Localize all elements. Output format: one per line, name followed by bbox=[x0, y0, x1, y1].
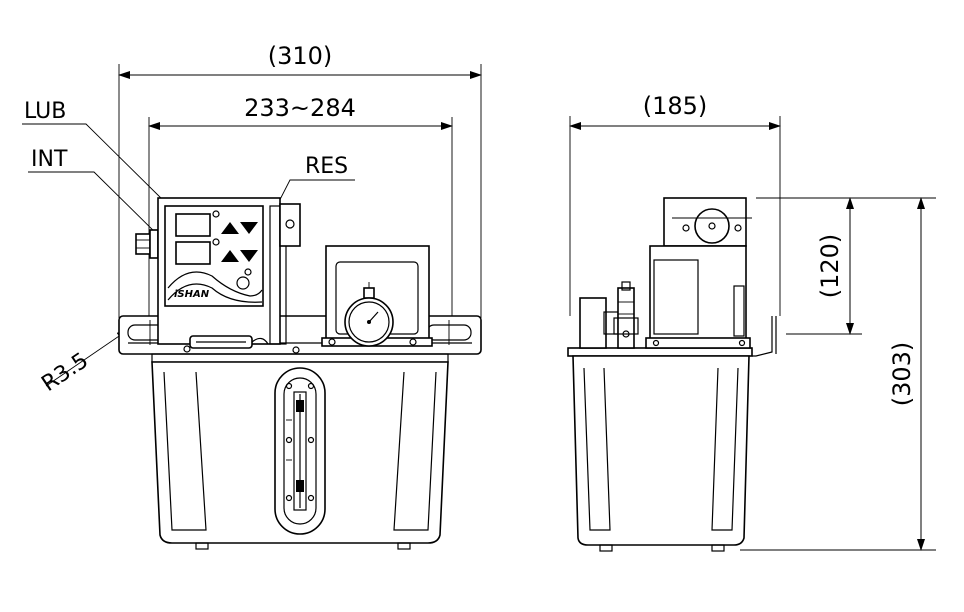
res-button[interactable] bbox=[236, 276, 250, 290]
dimension-mount-width: 233~284 bbox=[148, 94, 453, 318]
side-outlet-valve bbox=[613, 281, 639, 349]
cable-gland bbox=[135, 229, 159, 259]
callout-lub: LUB bbox=[22, 99, 169, 206]
int-up-button[interactable] bbox=[221, 250, 239, 262]
int-down-button[interactable] bbox=[240, 250, 258, 262]
dimension-overall-width-label: (310) bbox=[268, 42, 333, 70]
front-view: (310) 233~284 LUB INT RES R3.5 bbox=[22, 42, 482, 550]
side-reservoir-tank bbox=[572, 355, 750, 552]
dimension-total-height-label: (303) bbox=[888, 342, 916, 407]
dimension-overall-width: (310) bbox=[118, 42, 482, 318]
side-view: (185) (120) (303) bbox=[567, 92, 936, 552]
int-display bbox=[175, 241, 211, 265]
brand-logo: iSHAN bbox=[174, 289, 210, 300]
callout-corner-radius-label: R3.5 bbox=[37, 348, 93, 397]
side-pressure-gauge bbox=[579, 297, 619, 349]
lub-up-button[interactable] bbox=[221, 222, 239, 234]
filler-cap bbox=[183, 335, 300, 354]
dimension-mount-width-label: 233~284 bbox=[244, 94, 356, 122]
callout-corner-radius: R3.5 bbox=[37, 329, 129, 397]
dimension-upper-height-label: (120) bbox=[816, 234, 844, 299]
side-control-box bbox=[663, 197, 752, 247]
res-indicator bbox=[244, 268, 252, 276]
oil-level-gauge bbox=[274, 367, 326, 535]
side-pump-body bbox=[645, 245, 751, 349]
dimension-upper-height: (120) bbox=[756, 197, 862, 335]
callout-int-label: INT bbox=[31, 147, 68, 172]
dimension-side-depth: (185) bbox=[569, 92, 781, 316]
lub-display bbox=[175, 213, 211, 237]
dimension-total-height: (303) bbox=[740, 197, 936, 551]
callout-int: INT bbox=[28, 147, 169, 246]
control-panel: iSHAN bbox=[164, 205, 264, 307]
dimension-side-depth-label: (185) bbox=[643, 92, 708, 120]
callout-res-label: RES bbox=[305, 154, 348, 179]
pressure-gauge bbox=[344, 282, 394, 347]
callout-lub-label: LUB bbox=[24, 99, 66, 124]
lub-down-button[interactable] bbox=[240, 222, 258, 234]
callout-res: RES bbox=[247, 154, 355, 263]
